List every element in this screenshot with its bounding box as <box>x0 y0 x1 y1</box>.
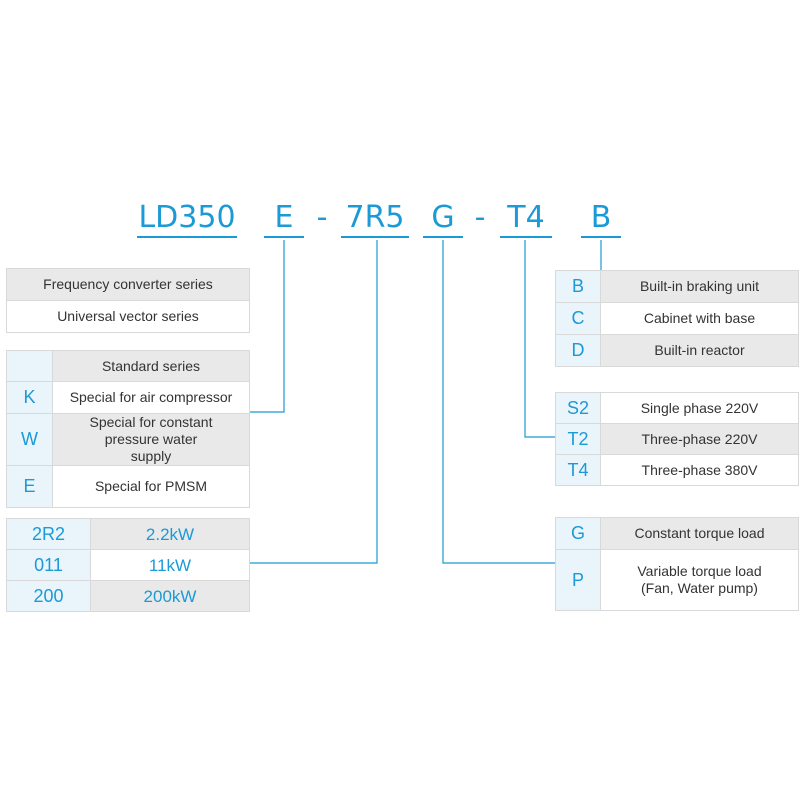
variant-key: W <box>6 413 53 466</box>
code-series: LD350 <box>137 196 237 238</box>
variant-key <box>6 350 53 382</box>
option-label: Built-in braking unit <box>600 270 799 303</box>
connector-voltage <box>524 240 555 438</box>
connector-power <box>250 240 378 564</box>
load-label: Constant torque load <box>600 517 799 550</box>
option-key: B <box>555 270 601 303</box>
option-key: D <box>555 334 601 367</box>
code-power: 7R5 <box>341 196 409 238</box>
power-key: 011 <box>6 549 91 581</box>
load-label: Variable torque load (Fan, Water pump) <box>600 549 799 611</box>
voltage-key: T4 <box>555 454 601 486</box>
variant-label: Special for air compressor <box>52 381 250 414</box>
frequency-table: Frequency converter series Universal vec… <box>6 268 250 333</box>
option-label: Built-in reactor <box>600 334 799 367</box>
load-key: P <box>555 549 601 611</box>
variant-label: Standard series <box>52 350 250 382</box>
power-key: 200 <box>6 580 91 612</box>
option-label: Cabinet with base <box>600 302 799 335</box>
power-label: 11kW <box>90 549 250 581</box>
voltage-key: S2 <box>555 392 601 424</box>
power-label: 2.2kW <box>90 518 250 550</box>
variant-key: E <box>6 465 53 508</box>
load-key: G <box>555 517 601 550</box>
code-variant: E <box>264 196 304 238</box>
code-dash-1: - <box>316 200 328 235</box>
power-label: 200kW <box>90 580 250 612</box>
connector-load <box>442 240 555 564</box>
variant-label: Special for constant pressure water supp… <box>52 413 250 466</box>
code-dash-2: - <box>474 200 486 235</box>
code-load: G <box>423 196 463 238</box>
frequency-row: Universal vector series <box>6 300 250 333</box>
code-voltage: T4 <box>500 196 552 238</box>
voltage-label: Three-phase 220V <box>600 423 799 455</box>
variant-label: Special for PMSM <box>52 465 250 508</box>
frequency-row: Frequency converter series <box>6 268 250 301</box>
code-option: B <box>581 196 621 238</box>
voltage-key: T2 <box>555 423 601 455</box>
variant-key: K <box>6 381 53 414</box>
power-key: 2R2 <box>6 518 91 550</box>
connector-variant <box>250 240 285 413</box>
voltage-label: Three-phase 380V <box>600 454 799 486</box>
option-key: C <box>555 302 601 335</box>
voltage-label: Single phase 220V <box>600 392 799 424</box>
